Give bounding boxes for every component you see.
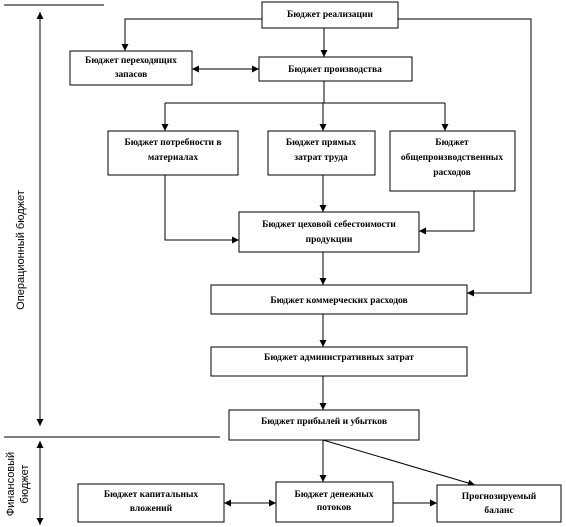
labor-budget-label-1: Бюджет прямых: [286, 138, 357, 148]
sales-to-commercial-connector: [398, 18, 532, 297]
financial-budget-label-1: Финансовый: [5, 452, 17, 516]
production-budget-label: Бюджет производства: [288, 65, 382, 75]
cost-budget-box: Бюджет цеховой себестоимости продукции: [238, 211, 420, 253]
overhead-budget-label-2: общепроизводственных: [401, 152, 503, 163]
production-budget-box: Бюджет производства: [258, 56, 413, 82]
balance-budget-label-2: баланс: [484, 505, 513, 516]
materials-budget-label-1: Бюджет потребности в: [124, 137, 221, 148]
inventory-budget-label-1: Бюджет переходящих: [85, 56, 177, 66]
admin-budget-label: Бюджет административных затрат: [264, 353, 414, 363]
capital-budget-label-2: вложений: [130, 503, 173, 514]
sales-budget-label: Бюджет реализации: [287, 10, 373, 20]
operational-budget-label: Операционный бюджет: [15, 190, 27, 310]
cash-budget-label-1: Бюджет денежных: [294, 490, 373, 500]
materials-budget-box: Бюджет потребности в материалах: [107, 130, 239, 176]
commercial-budget-box: Бюджет коммерческих расходов: [210, 284, 468, 315]
cost-budget-label-2: продукции: [306, 235, 353, 245]
balance-budget-label-1: Прогнозируемый: [462, 491, 537, 502]
balance-budget-box: Прогнозируемый баланс: [436, 484, 562, 523]
profit-budget-box: Бюджет прибылей и убытков: [228, 409, 420, 441]
sales-to-inventory-connector: [121, 18, 262, 51]
capital-budget-label-1: Бюджет капитальных: [104, 490, 199, 500]
capital-budget-box: Бюджет капитальных вложений: [77, 483, 225, 523]
inventory-budget-label-2: запасов: [115, 70, 148, 80]
overhead-budget-box: Бюджет общепроизводственных расходов: [389, 130, 516, 192]
cost-budget-label-1: Бюджет цеховой себестоимости: [262, 219, 396, 230]
profit-to-balance-connector: [322, 439, 476, 487]
financial-budget-label-2: бюджет: [19, 465, 31, 504]
overhead-to-cost-connector: [419, 191, 475, 235]
profit-budget-label: Бюджет прибылей и убытков: [261, 416, 387, 427]
overhead-budget-label-1: Бюджет: [435, 138, 469, 148]
labor-budget-label-2: затрат труда: [294, 153, 348, 163]
inventory-budget-box: Бюджет переходящих запасов: [69, 50, 193, 86]
labor-budget-box: Бюджет прямых затрат труда: [267, 130, 376, 176]
admin-budget-box: Бюджет административных затрат: [210, 346, 468, 377]
cash-budget-label-2: потоков: [317, 503, 351, 513]
commercial-budget-label: Бюджет коммерческих расходов: [270, 296, 407, 306]
materials-budget-label-2: материалах: [148, 153, 198, 163]
cash-budget-box: Бюджет денежных потоков: [275, 481, 394, 523]
materials-to-cost-connector: [164, 175, 239, 244]
sales-budget-box: Бюджет реализации: [261, 1, 399, 29]
overhead-budget-label-3: расходов: [433, 168, 470, 178]
